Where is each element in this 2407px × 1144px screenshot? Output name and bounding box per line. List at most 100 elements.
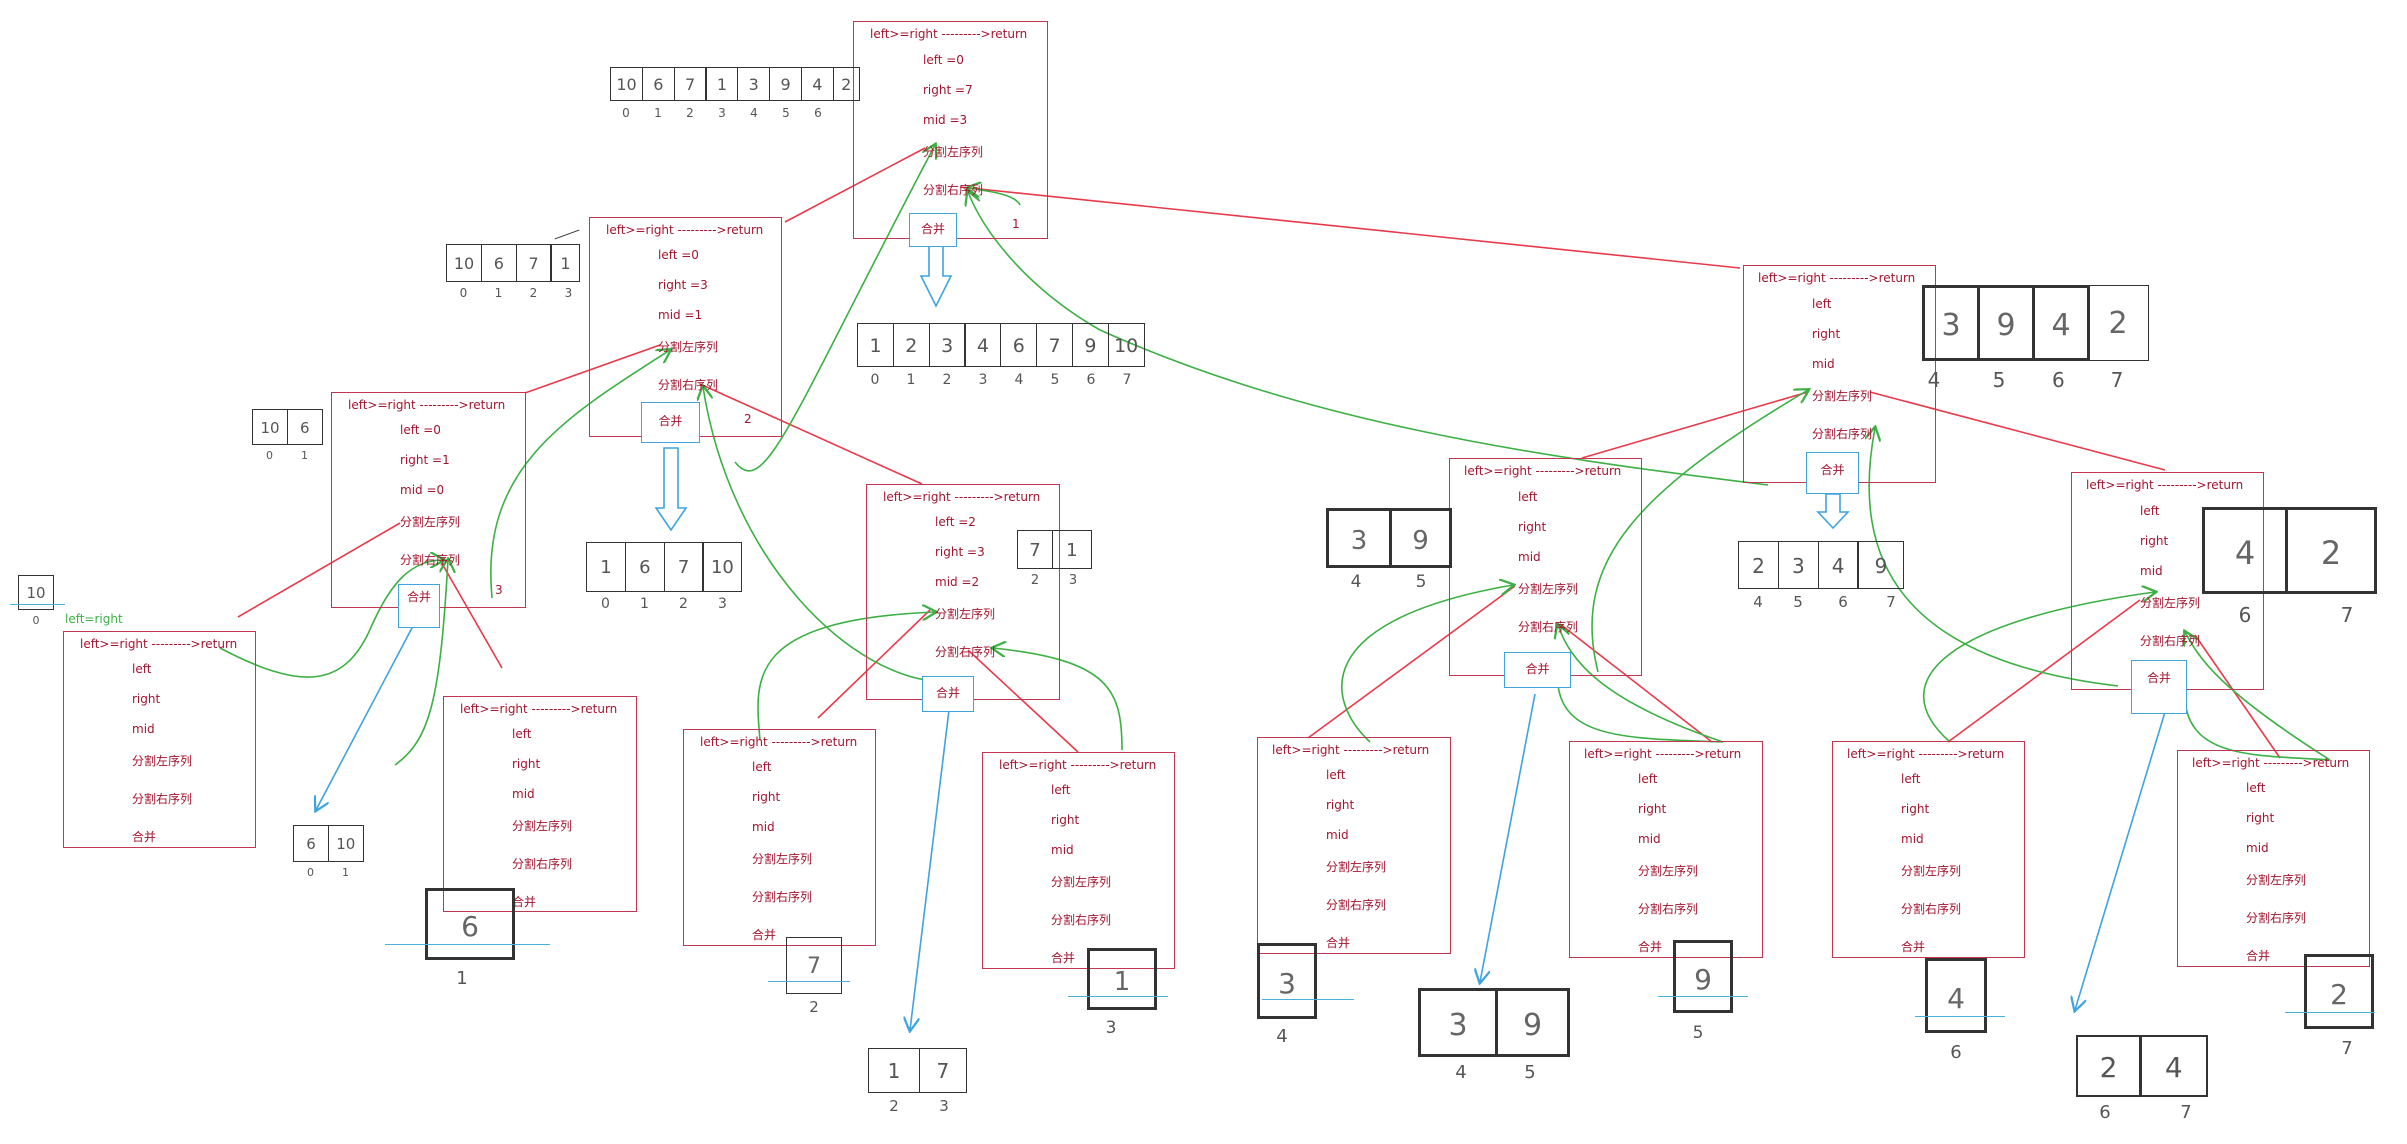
array-cell: 3 xyxy=(928,323,966,367)
array-single-1: 6 xyxy=(425,888,515,960)
array-cell: 10 xyxy=(446,244,482,282)
array-cell: 1 xyxy=(868,1048,920,1093)
frame-header: left>=right --------->return xyxy=(2086,478,2244,492)
array-cell: 3 xyxy=(1257,943,1317,1019)
frame-right: right xyxy=(1326,798,1355,812)
array-single-1-indices: 1 xyxy=(425,968,499,989)
array-single-5: 9 xyxy=(1673,940,1733,1013)
array-cell: 9 xyxy=(1495,988,1570,1057)
array-cell: 1 xyxy=(550,244,581,282)
array-result: 1 2 3 4 6 7 9 10 xyxy=(857,323,1145,367)
frame-right: right =3 xyxy=(658,278,708,292)
call-line xyxy=(237,522,401,618)
array-cell: 3 xyxy=(737,67,771,101)
frame-right: right xyxy=(512,757,541,771)
array-cell: 6 xyxy=(286,409,323,445)
array-index: 6 xyxy=(2099,1102,2111,1123)
array-cell: 3 xyxy=(1777,541,1819,589)
frame-split-right: 分割右序列 xyxy=(752,890,813,904)
array-index: 6 xyxy=(1950,1042,1962,1063)
array-index: 7 xyxy=(2340,603,2354,627)
frame-split-left: 分割左序列 xyxy=(658,340,719,354)
array-cell: 9 xyxy=(1071,323,1109,367)
array-single-7-indices: 7 xyxy=(2304,1038,2390,1059)
call-line xyxy=(784,147,926,223)
frame-split-right: 分割右序列 xyxy=(400,553,461,567)
frame-right: right xyxy=(132,692,161,706)
array-index: 7 xyxy=(2341,1038,2353,1059)
frame-split-right: 分割右序列 xyxy=(2140,634,2201,648)
frame-leaf-3: left>=right --------->return left right … xyxy=(982,752,1175,969)
frame-right: right =3 xyxy=(935,545,985,559)
frame-left: left xyxy=(2246,781,2266,795)
frame-split-left: 分割左序列 xyxy=(1812,389,1873,403)
array-left-sorted-indices: 0 1 2 3 xyxy=(586,596,742,612)
frame-merge: 合并 xyxy=(512,895,537,909)
frame-mid: mid xyxy=(1326,828,1349,842)
call-line xyxy=(967,649,1079,753)
array-index: 2 xyxy=(889,1097,899,1115)
array-single-3: 1 xyxy=(1087,948,1157,1010)
frame-right: right xyxy=(1051,813,1080,827)
frame-header: left>=right --------->return xyxy=(1464,464,1622,478)
call-line xyxy=(1581,391,1809,459)
frame-split-right: 分割右序列 xyxy=(923,183,984,197)
frame-header: left>=right --------->return xyxy=(870,27,1028,41)
frame-leaf-4: left>=right --------->return left right … xyxy=(1257,737,1451,954)
frame-left: left xyxy=(1326,768,1346,782)
frame-leaf-1: left>=right --------->return left right … xyxy=(443,696,637,912)
call-line xyxy=(699,383,923,485)
array-index: 2 xyxy=(809,998,819,1016)
frame-split-left: 分割左序列 xyxy=(752,852,813,866)
array-index: 1 xyxy=(301,449,308,462)
frame-right: right xyxy=(1638,802,1667,816)
array-cell: 9 xyxy=(1389,508,1452,568)
frame-right: right xyxy=(2140,534,2169,548)
step-number: 1 xyxy=(1012,217,1020,231)
call-line xyxy=(2194,634,2281,759)
array-cell: 4 xyxy=(2202,507,2288,594)
array-cell: 3 xyxy=(1922,285,1980,361)
frame-right: right xyxy=(2246,811,2275,825)
array-index: 1 xyxy=(640,596,649,612)
frame-split-left: 分割左序列 xyxy=(923,145,984,159)
array-index: 5 xyxy=(1793,593,1803,611)
array-cell: 7 xyxy=(918,1048,967,1093)
return-arrow xyxy=(394,560,448,766)
frame-right: right xyxy=(1812,327,1841,341)
array-index: 4 xyxy=(1455,1062,1467,1083)
frame-right: right =7 xyxy=(923,83,973,97)
array-cell: 1 xyxy=(1087,948,1157,1010)
merge-arrow xyxy=(316,625,414,810)
frame-right-4-7-merge: 合并 xyxy=(1806,452,1859,494)
array-cell: 9 xyxy=(1857,541,1905,589)
array-cell: 10 xyxy=(252,409,288,445)
array-cell: 2 xyxy=(2076,1035,2141,1097)
array-cell: 6 xyxy=(425,888,515,960)
frame-mid: mid =1 xyxy=(658,308,703,322)
array-single-5-indices: 5 xyxy=(1673,1023,1723,1043)
array-index: 0 xyxy=(601,596,610,612)
array-cell: 4 xyxy=(964,323,1002,367)
array-pair-a-sorted-indices: 0 1 xyxy=(293,866,363,879)
base-case-label: left=right xyxy=(65,612,123,626)
step-number: 2 xyxy=(744,412,752,426)
call-line xyxy=(1947,599,2141,743)
frame-mid: mid xyxy=(1901,832,1924,846)
return-arrows xyxy=(219,145,2331,766)
underline xyxy=(2285,1012,2375,1013)
array-cell: 3 xyxy=(1326,508,1392,568)
array-cell: 6 xyxy=(480,244,517,282)
frame-header: left>=right --------->return xyxy=(1584,747,1742,761)
frame-split-right: 分割右序列 xyxy=(658,378,719,392)
frame-leaf-7: left>=right --------->return left right … xyxy=(2177,750,2370,967)
underline xyxy=(385,944,550,945)
array-index: 7 xyxy=(2110,368,2124,392)
array-cell: 1 xyxy=(857,323,894,367)
array-cell: 1 xyxy=(1051,530,1092,569)
frame-left-0-3-merge: 合并 xyxy=(641,402,700,443)
return-arrow xyxy=(734,145,935,472)
frame-split-left: 分割左序列 xyxy=(512,819,573,833)
return-arrow xyxy=(490,350,670,599)
